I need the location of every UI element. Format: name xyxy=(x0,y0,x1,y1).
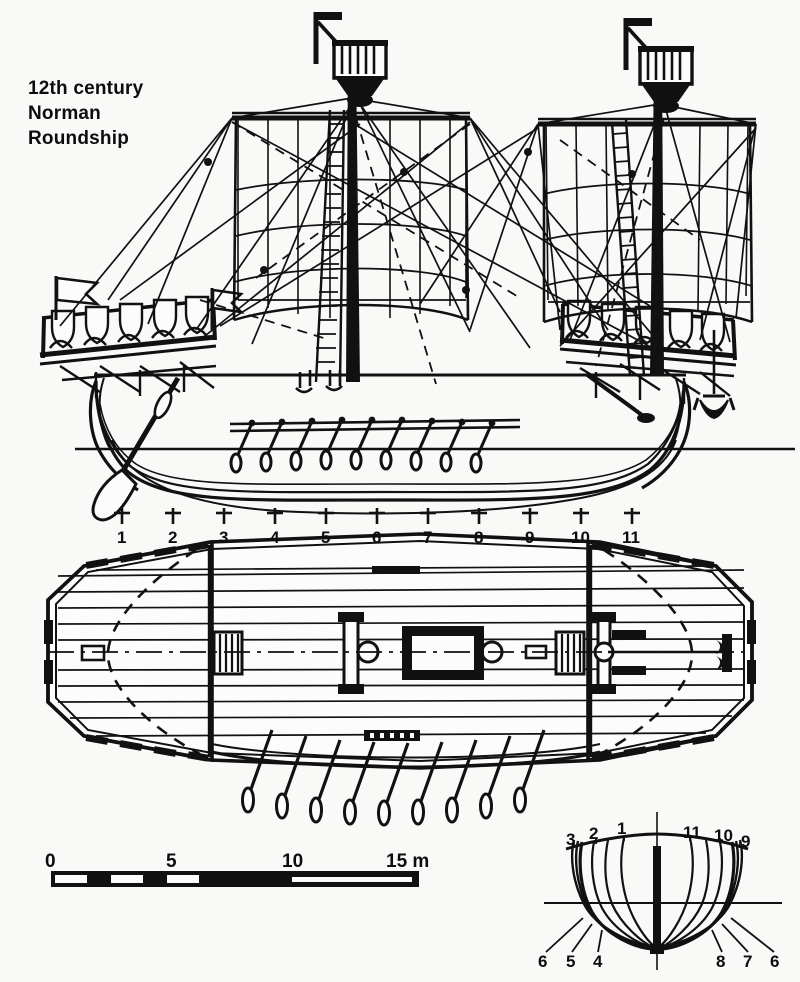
station-label-11: 11 xyxy=(622,528,640,547)
bodyplan-top-label-11: 11 xyxy=(683,823,701,842)
aftcastle xyxy=(559,299,737,404)
body-leaders-right xyxy=(711,917,775,953)
plan-view xyxy=(44,532,756,827)
second-mast xyxy=(538,18,756,377)
oar-row-profile xyxy=(229,415,521,474)
bodyplan-bottom-label-4: 4 xyxy=(593,952,603,971)
fore-ladder xyxy=(212,630,244,676)
bodyplan-top-label-10: 10 xyxy=(714,826,733,845)
deck-fittings xyxy=(295,370,343,394)
bilge-line xyxy=(211,750,601,769)
station-label-9: 9 xyxy=(525,528,535,547)
station-label-10: 10 xyxy=(571,528,590,547)
bodyplan-bottom-label-7: 7 xyxy=(743,952,753,971)
bodyplan-bottom-label-6l: 6 xyxy=(538,952,548,971)
forecastle-plan xyxy=(44,539,244,763)
flag-fore xyxy=(54,276,101,320)
aft-ladder xyxy=(554,630,586,676)
title-line-3: Roundship xyxy=(28,128,130,149)
body-leaders-top xyxy=(573,836,741,848)
profile-view xyxy=(39,12,795,522)
scale-bar-graphic xyxy=(51,871,419,887)
bodyplan-bottom-label-8: 8 xyxy=(716,952,726,971)
body-plan-graphic xyxy=(544,812,782,970)
main-sail xyxy=(232,117,470,322)
station-label-7: 7 xyxy=(423,528,433,547)
cargo-hatch xyxy=(402,626,484,680)
station-label-1: 1 xyxy=(117,528,127,547)
crows-nest-second xyxy=(638,46,694,113)
station-label-5: 5 xyxy=(321,528,331,547)
crows-nest-main xyxy=(332,40,388,107)
title-line-2: Norman xyxy=(28,103,101,124)
forecastle xyxy=(39,276,245,398)
station-label-8: 8 xyxy=(474,528,484,547)
station-label-6: 6 xyxy=(372,528,382,547)
bodyplan-bottom-label-5: 5 xyxy=(566,952,576,971)
oar-port-strip xyxy=(364,730,420,741)
bodyplan-top-label-3: 3 xyxy=(566,830,576,849)
bodyplan-top-label-1: 1 xyxy=(617,819,627,838)
steering-oar xyxy=(91,376,181,522)
stern-tiller xyxy=(584,372,655,423)
title-line-1: 12th century xyxy=(28,78,144,99)
station-label-3: 3 xyxy=(219,528,229,547)
rigging xyxy=(59,97,757,385)
fore-small-hatch xyxy=(372,566,420,574)
scale-tick-10: 10 xyxy=(282,851,304,872)
page-title: 12th century Norman Roundship xyxy=(28,76,143,151)
scale-tick-0: 0 xyxy=(45,851,56,872)
bodyplan-top-label-9: 9 xyxy=(741,832,751,851)
station-ticks xyxy=(114,508,640,524)
aftcastle-plan xyxy=(480,539,756,763)
scale-tick-5: 5 xyxy=(166,851,177,872)
anchor-icon xyxy=(692,330,736,420)
scale-tick-15: 15 m xyxy=(386,851,430,872)
mast-fittings-plan xyxy=(338,612,380,694)
station-label-2: 2 xyxy=(168,528,178,547)
body-leaders-left xyxy=(545,917,603,953)
bodyplan-top-label-2: 2 xyxy=(589,824,599,843)
station-label-4: 4 xyxy=(270,528,280,547)
bodyplan-bottom-label-6r: 6 xyxy=(770,952,780,971)
deck-planking xyxy=(57,565,745,737)
